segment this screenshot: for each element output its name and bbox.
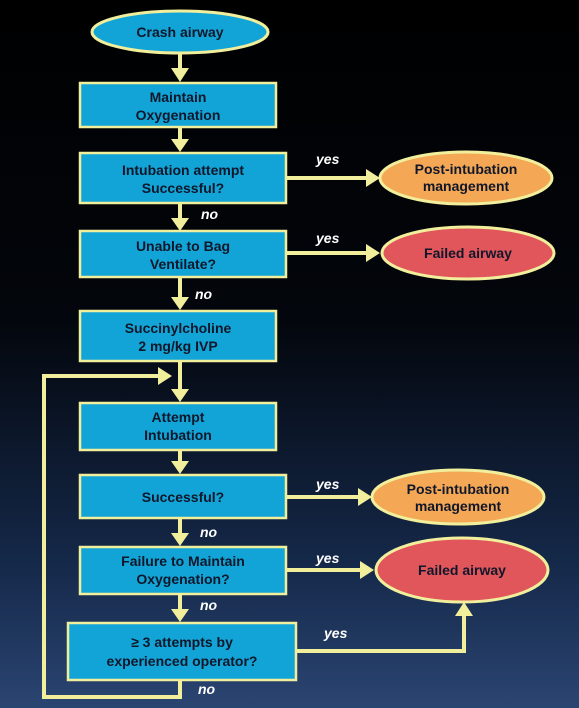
decision-box — [78, 545, 288, 596]
yes-label: yes — [315, 230, 340, 246]
node-post-intubation-1: Post-intubation management — [378, 150, 554, 206]
node-label: experienced operator? — [107, 653, 258, 669]
arrowhead — [171, 533, 189, 546]
arrowhead — [366, 244, 380, 262]
node-label: Oxygenation — [136, 107, 221, 123]
arrowhead — [366, 169, 380, 187]
node-three-attempts: ≥ 3 attempts by experienced operator? — [66, 621, 298, 682]
no-label: no — [201, 206, 219, 222]
arrowhead — [171, 389, 189, 402]
no-label: no — [195, 286, 213, 302]
fail-oval — [374, 536, 550, 604]
yes-label: yes — [315, 550, 340, 566]
no-label: no — [200, 524, 218, 540]
node-succinylcholine: Succinylcholine 2 mg/kg IVP — [78, 309, 278, 363]
node-failed-airway-2: Failed airway — [374, 536, 550, 604]
arrowhead — [171, 609, 189, 622]
node-label: Failed airway — [418, 562, 506, 578]
node-label: Successful? — [142, 180, 224, 196]
arrowhead — [171, 461, 189, 474]
success-oval — [378, 150, 554, 206]
nodes: Crash airway Maintain Oxygenation Intuba… — [66, 9, 556, 682]
arrowhead — [171, 218, 189, 231]
decision-box — [78, 229, 288, 279]
node-unable-to-bag: Unable to Bag Ventilate? — [78, 229, 288, 279]
arrowhead — [358, 488, 372, 506]
node-maintain-oxygenation: Maintain Oxygenation — [78, 81, 278, 129]
node-label: Succinylcholine — [125, 320, 232, 336]
arrowhead — [360, 561, 374, 579]
node-crash-airway: Crash airway — [90, 9, 270, 55]
decision-box — [78, 473, 288, 520]
node-label: Maintain — [150, 89, 207, 105]
edge-labels: yes no yes no yes no yes no yes no — [195, 151, 348, 697]
node-label: Intubation attempt — [122, 162, 244, 178]
node-label: Failure to Maintain — [121, 553, 245, 569]
yes-label: yes — [315, 476, 340, 492]
node-intubation-attempt: Intubation attempt Successful? — [78, 151, 288, 205]
node-label: Successful? — [142, 489, 224, 505]
arrowhead — [455, 602, 473, 616]
start-oval — [90, 9, 270, 55]
process-box — [78, 309, 278, 363]
fail-oval — [380, 225, 556, 281]
node-label: Unable to Bag — [136, 238, 230, 254]
node-label: management — [415, 498, 502, 514]
node-post-intubation-2: Post-intubation management — [370, 468, 546, 526]
no-label: no — [198, 681, 216, 697]
success-oval — [370, 468, 546, 526]
node-attempt-intubation: Attempt Intubation — [78, 401, 278, 452]
arrowhead — [158, 367, 172, 385]
arrowhead — [171, 297, 189, 310]
process-box — [78, 81, 278, 129]
node-label: Post-intubation — [415, 161, 518, 177]
node-failure-to-maintain: Failure to Maintain Oxygenation? — [78, 545, 288, 596]
yes-label: yes — [315, 151, 340, 167]
node-label: 2 mg/kg IVP — [138, 338, 217, 354]
yes-label: yes — [323, 625, 348, 641]
edge-loop-back — [42, 374, 182, 699]
node-successful: Successful? — [78, 473, 288, 520]
connectors — [42, 54, 473, 699]
node-label: Oxygenation? — [136, 571, 229, 587]
no-label: no — [200, 597, 218, 613]
node-label: Intubation — [144, 427, 212, 443]
decision-box — [78, 151, 288, 205]
node-label: Attempt — [152, 409, 205, 425]
node-label: management — [423, 178, 510, 194]
arrowhead — [171, 68, 189, 82]
node-label: Post-intubation — [407, 481, 510, 497]
edge-attempts-yes — [297, 614, 466, 653]
node-failed-airway-1: Failed airway — [380, 225, 556, 281]
node-label: Failed airway — [424, 245, 512, 261]
node-label: Ventilate? — [150, 256, 216, 272]
node-label: ≥ 3 attempts by — [131, 634, 233, 650]
decision-box — [66, 621, 298, 682]
process-box — [78, 401, 278, 452]
arrowhead — [171, 139, 189, 152]
node-label: Crash airway — [136, 24, 223, 40]
